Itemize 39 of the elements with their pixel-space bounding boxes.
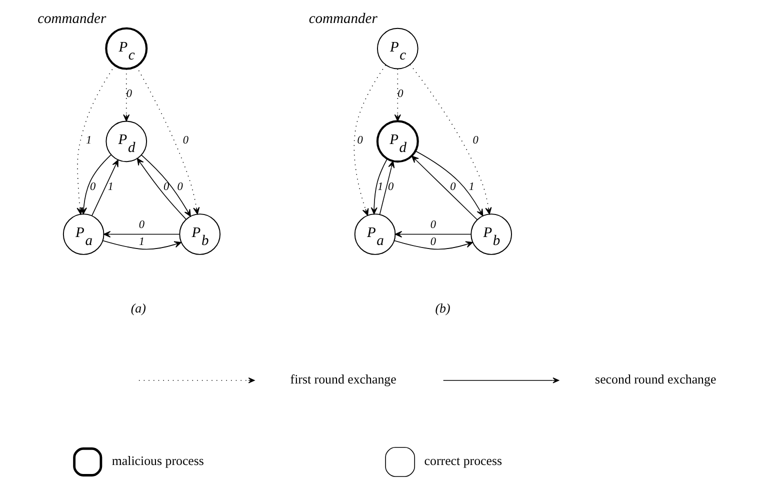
arrow xyxy=(378,160,394,214)
edge-label: 0 xyxy=(397,88,403,100)
arrow xyxy=(410,155,478,220)
edge-label: 1 xyxy=(468,180,474,193)
edge-label: 0 xyxy=(387,180,394,193)
arrow xyxy=(409,64,492,214)
arrow xyxy=(393,240,472,250)
legend-label: first round exchange xyxy=(290,370,396,386)
edge-label: 1 xyxy=(86,134,92,146)
edge-label: 0 xyxy=(90,180,96,193)
legend-label: correct process xyxy=(424,452,502,468)
edge-label: 1 xyxy=(376,180,383,193)
edge-label: 0 xyxy=(472,134,478,146)
arrow xyxy=(91,159,118,216)
edge-label: 1 xyxy=(107,180,113,193)
arrow xyxy=(353,64,386,216)
arrow xyxy=(102,240,181,250)
arrow xyxy=(394,230,471,238)
edge-label: 0 xyxy=(450,180,456,193)
label: (b) xyxy=(434,300,450,315)
edge-label: 0 xyxy=(430,235,436,248)
edge-label: 0 xyxy=(182,134,188,146)
edge-label: 0 xyxy=(126,88,132,100)
arrow xyxy=(102,230,180,238)
edge-label: 0 xyxy=(138,218,144,230)
edge-label: 0 xyxy=(176,180,182,193)
edge-label: 0 xyxy=(430,218,436,230)
node-label: commander xyxy=(308,10,377,27)
legend-label: second round exchange xyxy=(594,370,716,386)
edge-label: 1 xyxy=(138,235,144,248)
arrow xyxy=(122,68,130,121)
label: (a) xyxy=(130,300,146,315)
node-label: commander xyxy=(37,10,106,27)
arrow xyxy=(370,158,388,214)
arrow xyxy=(394,68,400,121)
legend-label: malicious process xyxy=(111,452,204,468)
arrow xyxy=(414,150,483,216)
edge-label: 0 xyxy=(163,180,169,193)
edge-label: 0 xyxy=(356,134,362,146)
